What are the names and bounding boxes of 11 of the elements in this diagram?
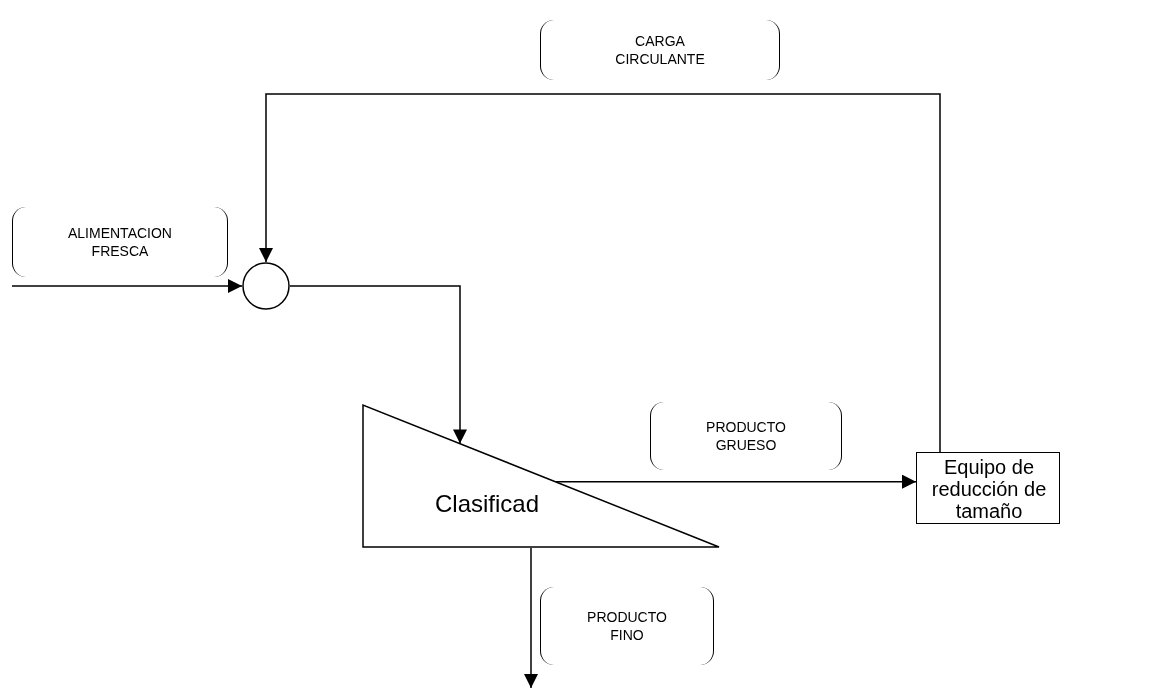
edge-label-text: PRODUCTO FINO bbox=[586, 608, 668, 644]
arrow bbox=[289, 285, 467, 445]
edge-label-text: PRODUCTO GRUESO bbox=[705, 418, 787, 454]
arrow bbox=[259, 93, 941, 453]
process-box bbox=[916, 452, 1060, 524]
arrow bbox=[11, 279, 243, 293]
arrow bbox=[524, 547, 538, 689]
node-label: Clasificad bbox=[433, 490, 540, 518]
node-label: Equipo de reducción de tamaño bbox=[930, 456, 1048, 522]
edge-label-text: CARGA CIRCULANTE bbox=[614, 32, 706, 68]
edge-label-text: ALIMENTACION FRESCA bbox=[67, 224, 173, 260]
